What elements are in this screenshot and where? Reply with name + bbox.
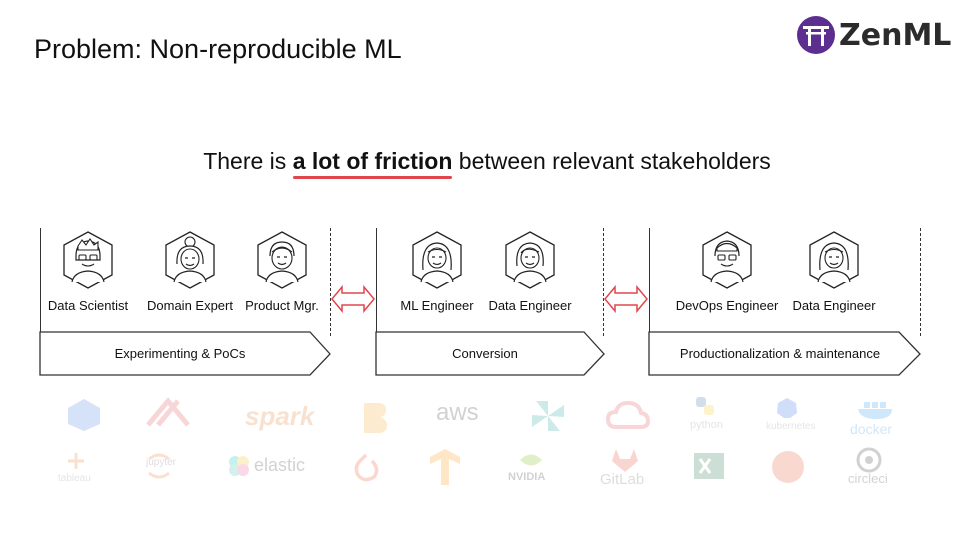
headline-pre: There is: [203, 148, 293, 174]
stage-arrows: [39, 331, 921, 376]
stage-3-arrow: [648, 331, 921, 376]
stage-1-right-line: [330, 228, 331, 336]
friction-arrow-icon: [331, 284, 375, 314]
pytorch-logo-icon: [354, 453, 379, 482]
role-label: ML Engineer: [400, 298, 474, 313]
tableau-logo-icon: [68, 453, 84, 469]
docker-logo-icon: [858, 402, 892, 419]
role-label: Domain Expert: [147, 298, 233, 313]
elastic-logo-icon: [229, 456, 249, 476]
prometheus-logo-icon: [772, 451, 804, 483]
stage-2-right-line: [603, 228, 604, 336]
role-label: Product Mgr.: [245, 298, 319, 313]
nvidia-logo-icon: [520, 454, 542, 466]
product-manager-avatar-icon: [257, 231, 307, 289]
role-label: Data Scientist: [47, 298, 129, 313]
stage-3-left-line: [649, 228, 650, 332]
nvidia-logo: NVIDIA: [508, 471, 546, 483]
ml-engineer-avatar-icon: [412, 231, 462, 289]
headline-post: between relevant stakeholders: [452, 148, 771, 174]
data-engineer-avatar-icon: [809, 231, 859, 289]
google-cloud-logo-icon: [68, 399, 100, 431]
stage-3-right-line: [920, 228, 921, 336]
jupyter-logo-icon: [148, 453, 170, 479]
elastic-logo: elastic: [254, 455, 306, 475]
aws-logo: aws: [436, 399, 479, 426]
docker-logo: docker: [850, 421, 893, 437]
headline-emphasis: a lot of friction: [292, 148, 453, 174]
tensorflow-logo-icon: [430, 449, 460, 485]
headline: There is a lot of friction between relev…: [0, 148, 960, 175]
domain-expert-avatar-icon: [165, 231, 215, 289]
role-label: DevOps Engineer: [675, 298, 779, 313]
stage-3-label: Productionalization & maintenance: [679, 346, 881, 361]
data-engineer-avatar-icon: [505, 231, 555, 289]
tool-logo-icon: [532, 401, 564, 431]
tool-logos: spark aws python kubernetes docker table…: [50, 395, 920, 495]
gitlab-logo-icon: [612, 449, 638, 472]
role-label: Data Engineer: [792, 298, 876, 313]
stage-1-arrow: [39, 331, 331, 376]
role-label: Data Engineer: [488, 298, 572, 313]
tool-logo-icon: [364, 403, 387, 433]
friction-arrow-icon: [604, 284, 648, 314]
logo-text: ZenML: [839, 18, 952, 53]
data-scientist-avatar-icon: [63, 231, 113, 289]
stage-2-left-line: [376, 228, 377, 332]
gitlab-logo: GitLab: [600, 471, 645, 488]
stage-2-arrow: [375, 331, 605, 376]
jupyter-logo: jupyter: [146, 457, 177, 468]
python-logo: python: [690, 419, 724, 431]
kubernetes-logo-icon: [777, 398, 797, 418]
stage-1-label: Experimenting & PoCs: [114, 346, 246, 361]
kubernetes-logo: kubernetes: [766, 421, 816, 432]
tool-logo-icon: [146, 397, 190, 427]
circleci-logo: circleci: [848, 471, 888, 486]
tableau-logo: tableau: [58, 473, 91, 484]
python-logo-icon: [696, 397, 714, 415]
torii-icon: [797, 16, 835, 54]
cloud-logo-icon: [606, 401, 650, 429]
stage-2-label: Conversion: [452, 346, 518, 361]
excel-logo-icon: [694, 453, 724, 479]
zenml-logo: ZenML: [796, 14, 952, 56]
slide-title: Problem: Non-reproducible ML: [34, 34, 402, 64]
spark-logo: spark: [245, 401, 315, 431]
devops-engineer-avatar-icon: [702, 231, 752, 289]
circleci-logo-icon: [856, 447, 882, 473]
stage-1-left-line: [40, 228, 41, 332]
